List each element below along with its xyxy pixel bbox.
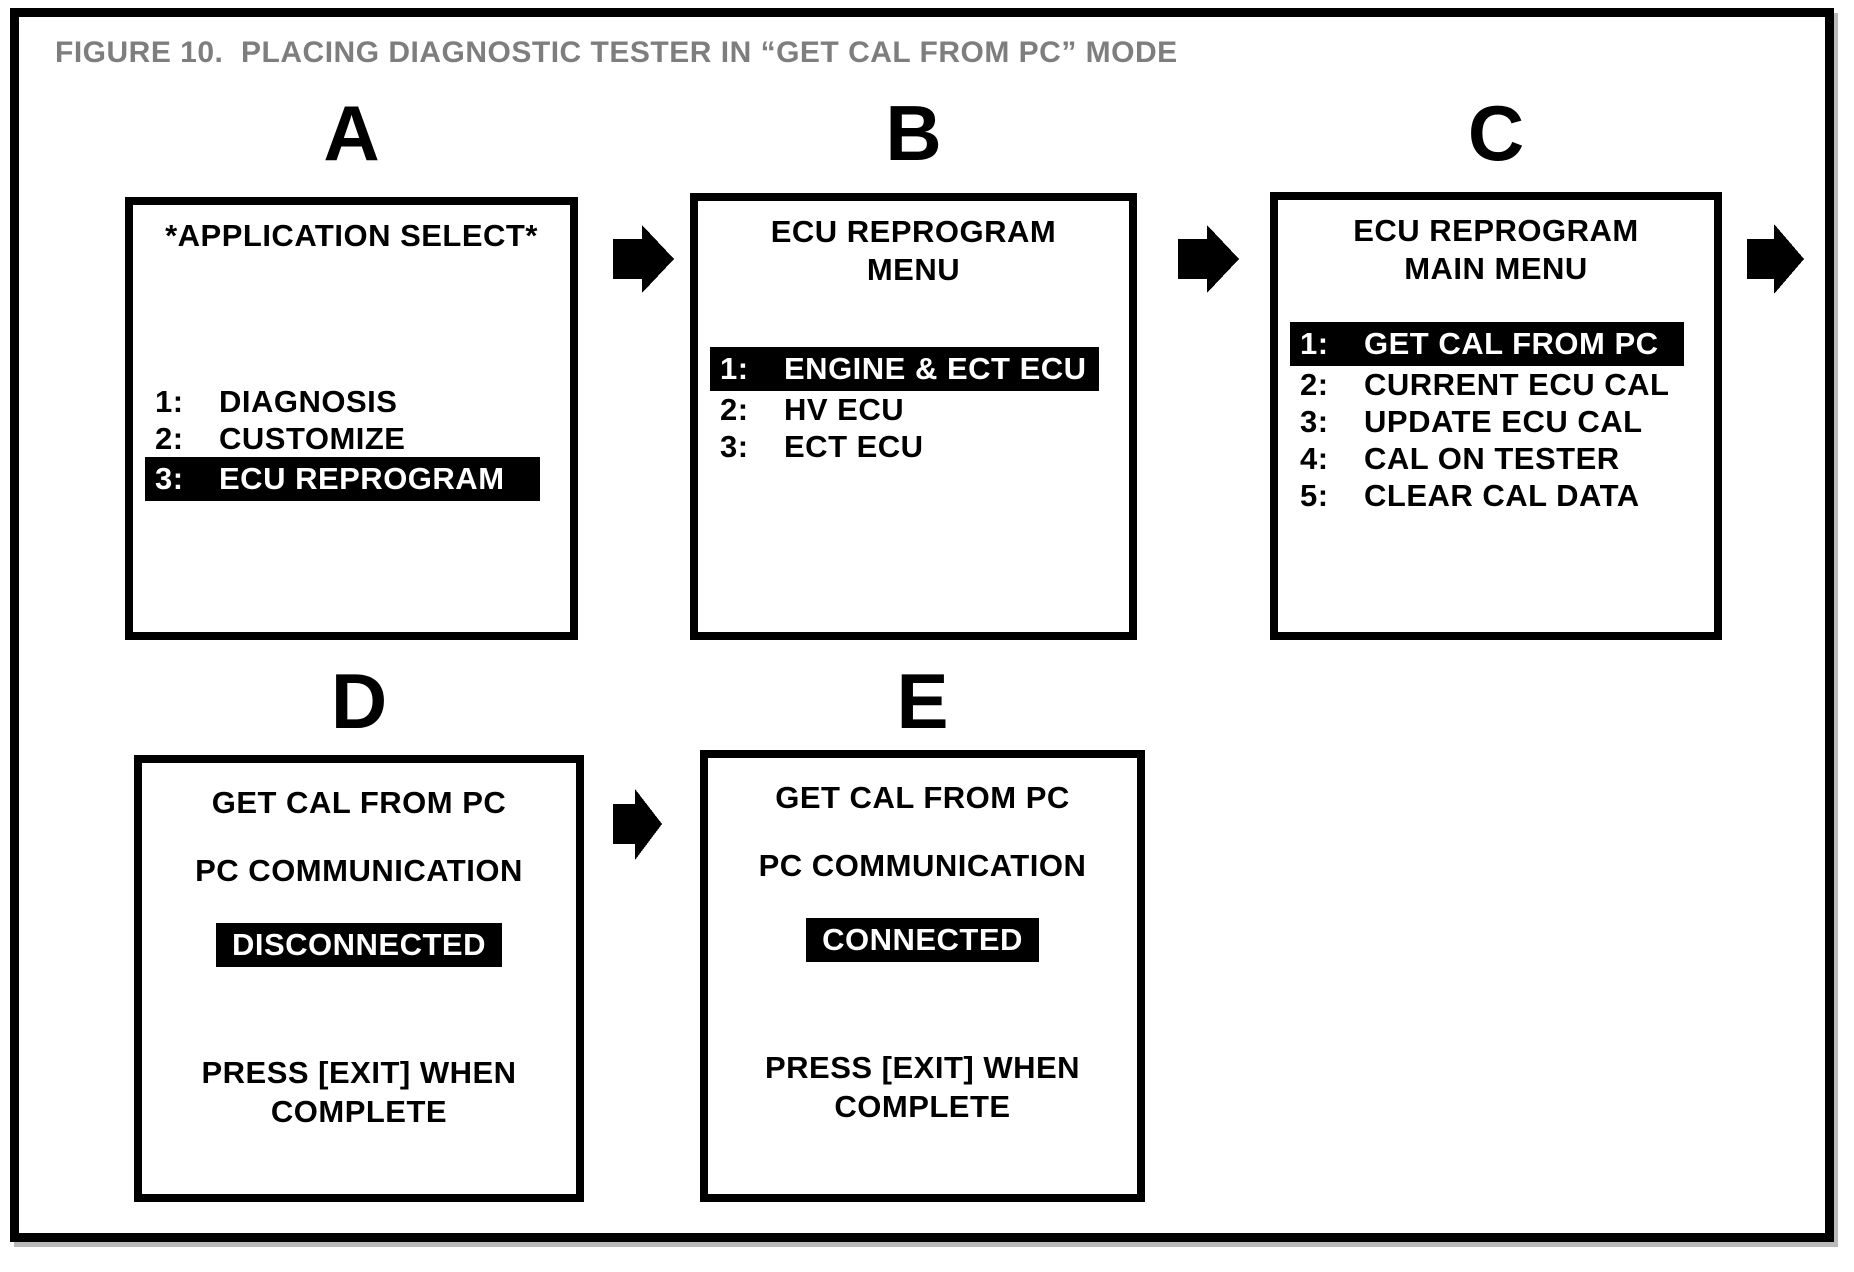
menu-item-ect-ecu: 3:ECT ECU [720,429,924,464]
menu-item-current-ecu-cal: 2:CURRENT ECU CAL [1300,367,1670,402]
screen-d-letter: D [330,657,388,745]
figure-title: FIGURE 10. PLACING DIAGNOSTIC TESTER IN … [55,36,1178,69]
menu-item-engine-ect-ecu: 1:ENGINE & ECT ECU [710,347,1099,391]
menu-item-hv-ecu: 2:HV ECU [720,392,905,427]
screen-e-line2: PC COMMUNICATION [758,848,1087,883]
screen-d-pc-communication-disconnected: GET CAL FROM PC PC COMMUNICATION DISCONN… [134,755,584,1202]
screen-b-menu: 1:ENGINE & ECT ECU 2:HV ECU 3:ECT ECU [698,347,1129,465]
menu-item-clear-cal-data: 5:CLEAR CAL DATA [1300,478,1640,513]
screen-b-title: ECU REPROGRAM MENU [770,214,1057,287]
menu-item-diagnosis: 1:DIAGNOSIS [155,384,398,419]
arrow-right-icon [1178,222,1240,294]
menu-item-get-cal-from-pc: 1:GET CAL FROM PC [1290,322,1684,366]
screen-c-menu: 1:GET CAL FROM PC 2:CURRENT ECU CAL 3:UP… [1278,322,1714,514]
screen-a-title: *APPLICATION SELECT* [165,218,538,253]
screen-d-line1: GET CAL FROM PC [211,785,507,820]
screen-d-footer: PRESS [EXIT] WHEN COMPLETE [201,1055,517,1129]
screen-d-line2: PC COMMUNICATION [195,853,523,888]
screen-b-ecu-reprogram-menu: ECU REPROGRAM MENU 1:ENGINE & ECT ECU 2:… [690,193,1137,640]
screen-b-letter: B [885,89,942,177]
menu-item-ecu-reprogram: 3:ECU REPROGRAM [145,457,540,501]
menu-item-update-ecu-cal: 3:UPDATE ECU CAL [1300,404,1643,439]
screen-e-pc-communication-connected: GET CAL FROM PC PC COMMUNICATION CONNECT… [700,750,1145,1202]
arrow-right-icon [1747,221,1805,295]
screen-e-line1: GET CAL FROM PC [775,780,1070,815]
arrow-right-icon [613,222,675,294]
screen-a-letter: A [323,89,380,177]
status-badge-disconnected: DISCONNECTED [215,923,502,967]
screen-c-ecu-reprogram-main-menu: ECU REPROGRAM MAIN MENU 1:GET CAL FROM P… [1270,192,1722,640]
menu-item-customize: 2:CUSTOMIZE [155,421,406,456]
screen-a-menu: 1:DIAGNOSIS 2:CUSTOMIZE 3:ECU REPROGRAM [133,383,570,501]
screen-c-title: ECU REPROGRAM MAIN MENU [1353,213,1639,286]
status-badge-connected: CONNECTED [806,918,1039,962]
screen-a-application-select: *APPLICATION SELECT* 1:DIAGNOSIS 2:CUSTO… [125,197,578,640]
screen-c-letter: C [1467,89,1525,177]
screen-e-letter: E [896,657,949,745]
arrow-right-icon [613,785,663,861]
screen-e-footer: PRESS [EXIT] WHEN COMPLETE [764,1050,1081,1124]
menu-item-cal-on-tester: 4:CAL ON TESTER [1300,441,1620,476]
